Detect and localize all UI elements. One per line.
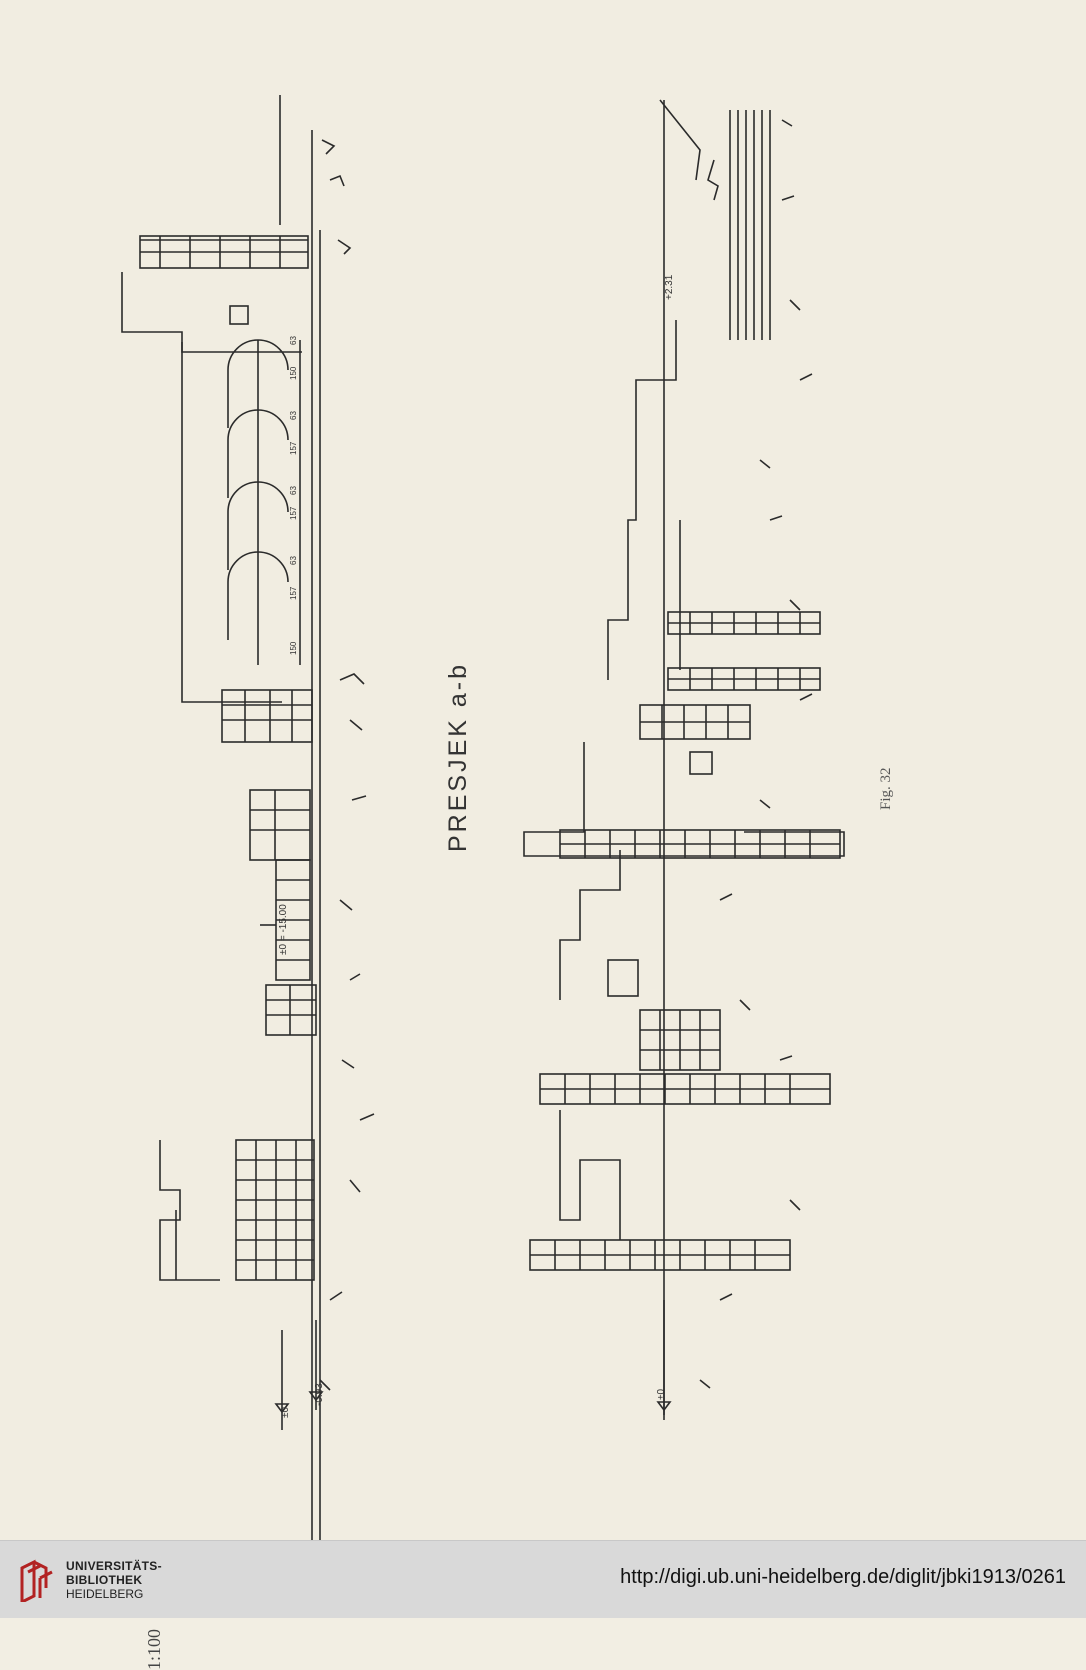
dimension-label: 63 [289, 411, 298, 420]
library-logo-icon [20, 1559, 53, 1602]
dimension-label: 150 [289, 366, 298, 380]
level-label: ±0 = -15.00 [278, 904, 289, 955]
scale-label: 1:100 [144, 1628, 164, 1670]
section-lower [523, 99, 845, 1420]
dimension-label: 157 [289, 441, 298, 455]
dimension-label: 63 [289, 336, 298, 345]
dimension-label: 157 [289, 506, 298, 520]
dimension-label: 63 [289, 486, 298, 495]
dimension-label: 63 [289, 556, 298, 565]
library-line-3: HEIDELBERG [66, 1586, 144, 1601]
level-label: ±0 [656, 1389, 667, 1400]
level-label: +2.31 [664, 274, 675, 300]
figure-caption: Fig. 32 [878, 767, 894, 810]
level-label: -0.93 [314, 1383, 325, 1406]
scanned-page: ±0 -0.93 ±0 = -15.00 +2.31 ±0 150 157 63 157 63 15… [121, 95, 894, 1670]
architectural-section-drawing: ±0 -0.93 ±0 = -15.00 +2.31 ±0 150 157 63 157 63 15… [121, 95, 845, 1540]
permalink-url[interactable]: http://digi.ub.uni-heidelberg.de/diglit/… [620, 1566, 1066, 1588]
section-title: PRESJEK a-b [444, 661, 472, 852]
footer-bar: UNIVERSITÄTS- BIBLIOTHEK HEIDELBERG http… [0, 1540, 1086, 1618]
dimension-label: 150 [289, 641, 298, 655]
level-label: ±0 [280, 1407, 291, 1418]
section-upper [121, 95, 375, 1540]
library-logo[interactable]: UNIVERSITÄTS- BIBLIOTHEK HEIDELBERG [18, 1558, 162, 1602]
dimension-label: 157 [289, 586, 298, 600]
library-name: UNIVERSITÄTS- BIBLIOTHEK HEIDELBERG [66, 1559, 162, 1601]
library-line-2: BIBLIOTHEK [66, 1572, 143, 1587]
library-line-1: UNIVERSITÄTS- [66, 1558, 162, 1573]
